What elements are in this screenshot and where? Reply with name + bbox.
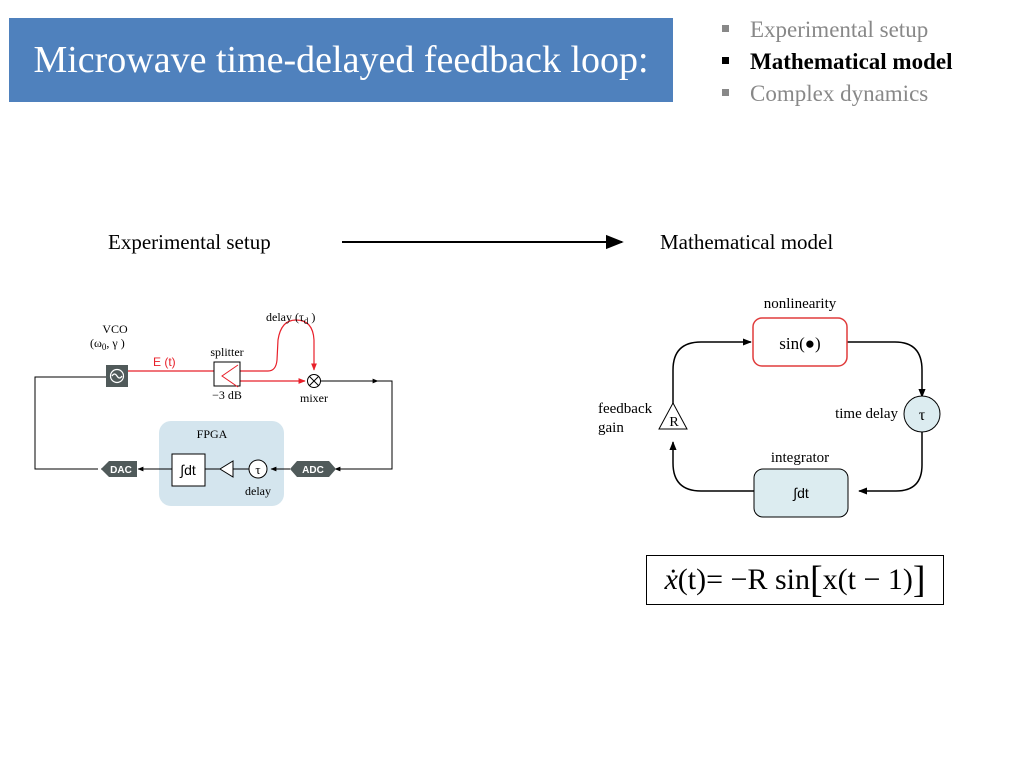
caption-mathematical-model: Mathematical model: [660, 230, 834, 254]
delay-to-integrator-arrow: [858, 432, 923, 495]
experimental-setup-schematic: FPGA VCO (ω0, γ ) E (t) splitter −3 dB d…: [34, 310, 393, 506]
integrator-to-gain-arrow: [669, 441, 754, 492]
nav-item-mathematical-model[interactable]: Mathematical model: [722, 46, 952, 78]
delay-differential-equation: ẋ (t) = −R sin [ x(t − 1) ]: [646, 555, 944, 605]
integrator-label: integrator: [771, 450, 829, 466]
nav-item-label: Mathematical model: [750, 49, 953, 74]
amplifier-icon: [219, 460, 234, 478]
splitter-atten-label: −3 dB: [212, 388, 242, 402]
square-bullet-icon: [722, 88, 729, 96]
nav-item-label: Experimental setup: [750, 17, 929, 42]
feedback-label: feedback: [598, 401, 653, 417]
equation-lhs-arg: (t): [677, 563, 707, 596]
integrator-block: [753, 468, 849, 518]
nonlinearity-symbol: sin(●): [779, 334, 820, 353]
nonlinearity-to-delay-arrow: [847, 341, 926, 398]
caption-experimental-setup: Experimental setup: [108, 230, 271, 254]
nonlinearity-label: nonlinearity: [764, 296, 837, 312]
fpga-tau-symbol: τ: [255, 462, 260, 477]
fpga-integrator-block: [171, 453, 206, 487]
delay-line-label: delay (τd ): [266, 310, 315, 326]
nonlinearity-block: [752, 317, 848, 367]
mathematical-model-diagram: nonlinearity sin(●) τ time delay integra…: [598, 296, 941, 518]
return-wire: [34, 376, 106, 470]
equation-lhs-var: ẋ: [664, 563, 678, 596]
gain-to-nonlinearity-arrow: [672, 338, 752, 417]
gain-label: gain: [598, 420, 624, 436]
mixer-output-wire: [320, 380, 393, 472]
vco-label: VCO: [102, 322, 128, 336]
signal-label: E (t): [153, 355, 176, 369]
nav-item-complex-dynamics[interactable]: Complex dynamics: [722, 78, 952, 110]
gain-symbol: R: [669, 415, 679, 430]
time-delay-symbol: τ: [919, 407, 926, 424]
equation-open-bracket: [: [809, 559, 823, 601]
fpga-label: FPGA: [197, 427, 228, 441]
section-nav: Experimental setup Mathematical model Co…: [722, 14, 952, 110]
time-delay-label: time delay: [835, 406, 898, 422]
title-bar: Microwave time-delayed feedback loop:: [9, 18, 673, 102]
fpga-delay-label: delay: [245, 484, 271, 498]
splitter-icon: [221, 364, 239, 388]
adc-label: ADC: [302, 465, 324, 476]
delay-line-wire: [240, 319, 317, 372]
splitter-block: [213, 361, 241, 387]
fpga-integrator-symbol: ∫dt: [179, 462, 196, 478]
square-bullet-icon: [722, 56, 729, 64]
dac-label: DAC: [110, 465, 132, 476]
nav-item-experimental-setup[interactable]: Experimental setup: [722, 14, 952, 46]
square-bullet-icon: [722, 24, 729, 32]
equation-rhs-prefix: = −R sin: [706, 563, 810, 596]
vco-params-label: (ω0, γ ): [90, 336, 125, 352]
mixer-label: mixer: [300, 391, 328, 405]
integrator-symbol: ∫dt: [792, 485, 809, 501]
gain-triangle-icon: [658, 401, 688, 430]
splitter-label: splitter: [210, 345, 243, 359]
equation-rhs-inner: x(t − 1): [822, 563, 913, 596]
sine-wave-icon: [111, 373, 123, 379]
nav-item-label: Complex dynamics: [750, 81, 929, 106]
dac-block: [101, 461, 137, 477]
equation-close-bracket: ]: [912, 559, 926, 601]
adc-block: [290, 461, 336, 477]
time-delay-node: [903, 395, 941, 433]
slide-title: Microwave time-delayed feedback loop:: [33, 39, 649, 81]
